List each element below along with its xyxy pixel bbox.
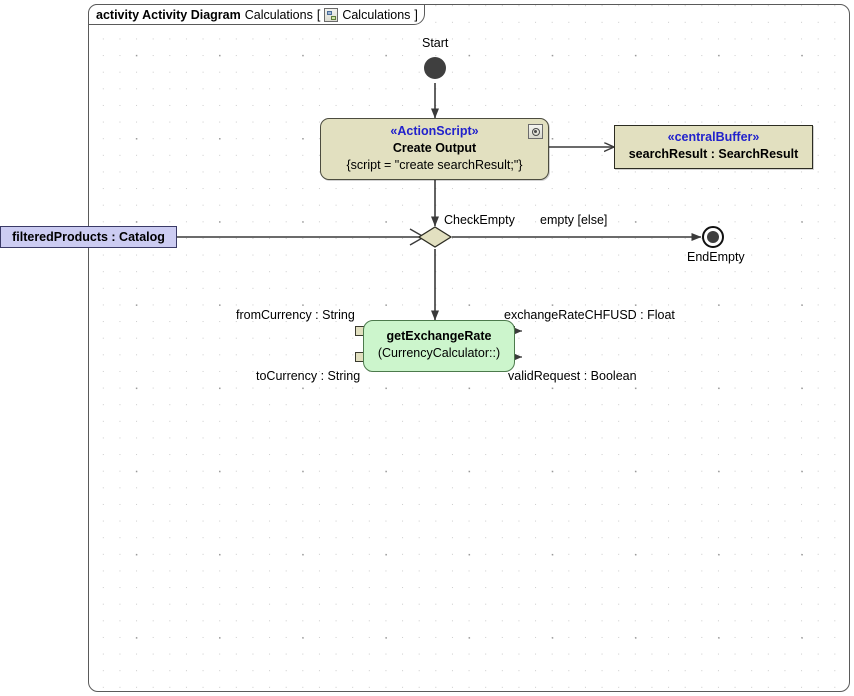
frame-bracket-open: [ [316,7,321,22]
input-pin-label-to-currency: toCurrency : String [256,369,361,383]
object-node-label: filteredProducts : Catalog [12,230,165,244]
frame-name: Calculations [244,7,313,22]
final-node-label: EndEmpty [687,250,745,264]
call-action-name: getExchangeRate [386,329,492,343]
frame-bracket-close: ] [414,7,418,22]
frame-title-tab[interactable]: activity Activity Diagram Calculations [… [88,4,425,25]
decision-node-label: CheckEmpty [444,213,515,227]
action-stereotype: «ActionScript» [390,124,479,138]
action-name: Create Output [392,141,477,155]
frame-context: Calculations [342,7,411,22]
buffer-name: searchResult : SearchResult [628,147,799,161]
central-buffer-node[interactable]: «centralBuffer» searchResult : SearchRes… [614,125,813,169]
opaque-behavior-icon[interactable] [528,124,543,139]
decision-node-check-empty[interactable] [417,226,453,248]
call-action-context: (CurrencyCalculator::) [377,346,501,360]
action-create-output[interactable]: «ActionScript» Create Output {script = "… [320,118,549,180]
call-behavior-action-get-exchange-rate[interactable]: getExchangeRate (CurrencyCalculator::) [363,320,515,372]
output-pin-label-exchange-rate: exchangeRateCHFUSD : Float [504,308,675,322]
buffer-stereotype: «centralBuffer» [667,130,760,144]
activity-final-node[interactable] [702,226,724,248]
edge-label-empty-else: empty [else] [540,213,608,227]
activity-diagram-icon [324,7,339,22]
initial-node[interactable] [424,57,446,79]
start-node-label: Start [422,36,449,50]
output-pin-label-valid-request: validRequest : Boolean [508,369,637,383]
frame-keyword: activity Activity Diagram [96,7,241,22]
action-specification: {script = "create searchResult;"} [346,158,523,172]
input-pin-label-from-currency: fromCurrency : String [236,308,355,322]
object-node-filtered-products[interactable]: filteredProducts : Catalog [0,226,177,248]
